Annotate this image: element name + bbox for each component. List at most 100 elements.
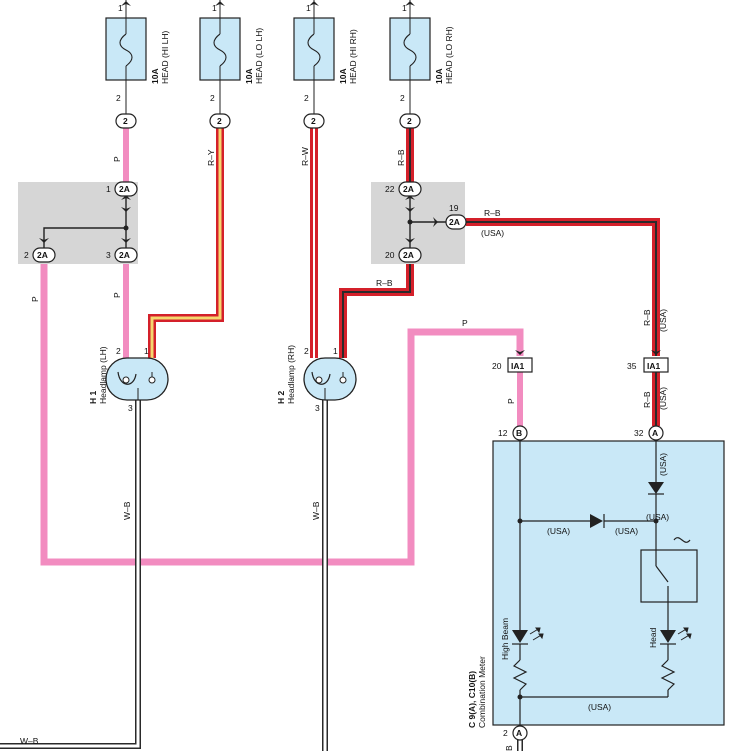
fuse-hi-lh [105, 0, 147, 114]
jr-conn-side: 2A [449, 217, 460, 227]
fuse2-pin-top: 1 [212, 3, 217, 13]
meter-pin-b-conn: B [516, 428, 522, 438]
hl-rh-code: H 2 [276, 391, 286, 405]
label-wb-rh: W–B [311, 501, 321, 520]
label-rb-horizontal: R–B [484, 208, 501, 218]
fuse2-desc: HEAD (LO LH) [254, 28, 264, 84]
meter-usa-switch: (USA) [646, 512, 669, 522]
fuse1-conn: 2 [123, 116, 128, 126]
meter-diodes [512, 482, 676, 645]
connector-ovals [32, 113, 467, 263]
hl-lh-pin2: 2 [116, 346, 121, 356]
meter-name: Combination Meter [477, 656, 487, 728]
meter-code: C 9(A), C10(B) [467, 671, 477, 728]
wire-wb-lh [0, 400, 141, 749]
fuse3-pin-bottom: 2 [304, 93, 309, 103]
meter-usa-right: (USA) [615, 526, 638, 536]
fuse4-desc: HEAD (LO RH) [444, 26, 454, 84]
hl-rh-pin3: 3 [315, 403, 320, 413]
wire-p-loop [40, 264, 524, 566]
meter-usa-bottom: (USA) [588, 702, 611, 712]
fuse3-conn: 2 [311, 116, 316, 126]
label-rb-junction: R–B [376, 278, 393, 288]
jr-conn-top: 2A [403, 184, 414, 194]
fuse2-pin-bottom: 2 [210, 93, 215, 103]
fuse4-pin-bottom: 2 [400, 93, 405, 103]
fuse2-conn: 2 [217, 116, 222, 126]
fuse4-pin-top: 1 [402, 3, 407, 13]
wire-ry [148, 128, 224, 358]
wire-rb-headlamp-rh [339, 264, 414, 358]
label-p-ia1: P [506, 398, 516, 404]
jl-conn-right: 2A [119, 250, 130, 260]
jr-pin-top: 22 [385, 184, 395, 194]
fuse1-desc: HEAD (HI LH) [160, 30, 170, 84]
label-wb-bottom: W–B [20, 736, 39, 746]
label-b-meter-bottom: B [504, 745, 514, 751]
meter-pin-bottom-conn: A [516, 728, 522, 738]
jl-pin-left: 2 [24, 250, 29, 260]
headlamp-lh [105, 357, 169, 401]
fuse4-rating: 10A [434, 68, 444, 84]
label-p-2: P [112, 292, 122, 298]
label-usa-ia1: (USA) [658, 309, 668, 332]
fuse3-desc: HEAD (HI RH) [348, 29, 358, 84]
fuse-input-arrows [121, 1, 415, 6]
meter-usa-left: (USA) [547, 526, 570, 536]
led-light-arrows [529, 627, 692, 641]
fuse2-rating: 10A [244, 68, 254, 84]
ia1-left-label: IA1 [511, 361, 525, 371]
label-rb-ia1: R–B [642, 309, 652, 326]
label-p-top: P [462, 318, 468, 328]
hl-lh-pin1: 1 [144, 346, 149, 356]
fuse3-rating: 10A [338, 68, 348, 84]
label-wb-lh: W–B [122, 501, 132, 520]
fuse1-pin-top: 1 [118, 3, 123, 13]
label-rb-1: R–B [396, 149, 406, 166]
meter-pin-bottom-num: 2 [503, 728, 508, 738]
jr-pin-bottom: 20 [385, 250, 395, 260]
ia1-connectors [507, 357, 669, 373]
jl-conn-top: 2A [119, 184, 130, 194]
hl-lh-pin3: 3 [128, 403, 133, 413]
label-ry: R–Y [206, 149, 216, 166]
meter-pin-a-num: 32 [634, 428, 644, 438]
meter-head: Head [648, 627, 658, 648]
hl-lh-code: H 1 [88, 391, 98, 405]
fuse-lo-rh [389, 0, 431, 114]
label-rb-meter: R–B [642, 391, 652, 408]
meter-pin-a-conn: A [652, 428, 658, 438]
label-p-3: P [30, 296, 40, 302]
fuse3-pin-top: 1 [306, 3, 311, 13]
jl-pin-top: 1 [106, 184, 111, 194]
hl-rh-pin2: 2 [304, 346, 309, 356]
fuse1-rating: 10A [150, 68, 160, 84]
hl-rh-pin1: 1 [333, 346, 338, 356]
junction-arrows [39, 195, 661, 355]
jl-pin-right: 3 [106, 250, 111, 260]
label-usa-horizontal: (USA) [481, 228, 504, 238]
hl-rh-name: Headlamp (RH) [286, 345, 296, 404]
ia1-left-pin: 20 [492, 361, 502, 371]
ia1-right-label: IA1 [647, 361, 661, 371]
meter-usa-top: (USA) [658, 453, 668, 476]
label-p-1: P [112, 156, 122, 162]
label-rw: R–W [300, 147, 310, 166]
label-usa-meter: (USA) [658, 387, 668, 410]
fuse1-pin-bottom: 2 [116, 93, 121, 103]
meter-high-beam: High Beam [500, 618, 510, 660]
headlamp-rh [303, 357, 357, 401]
hl-lh-name: Headlamp (LH) [98, 346, 108, 404]
jr-conn-bottom: 2A [403, 250, 414, 260]
meter-junction-dots [123, 219, 659, 700]
fuse-lo-lh [199, 0, 241, 114]
ia1-right-pin: 35 [627, 361, 637, 371]
wire-rb-ia1 [466, 218, 660, 356]
meter-pins [512, 425, 664, 741]
jr-pin-side: 19 [449, 203, 459, 213]
jl-conn-left: 2A [37, 250, 48, 260]
fuse4-conn: 2 [407, 116, 412, 126]
fuse-hi-rh [293, 0, 335, 114]
meter-pin-b-num: 12 [498, 428, 508, 438]
